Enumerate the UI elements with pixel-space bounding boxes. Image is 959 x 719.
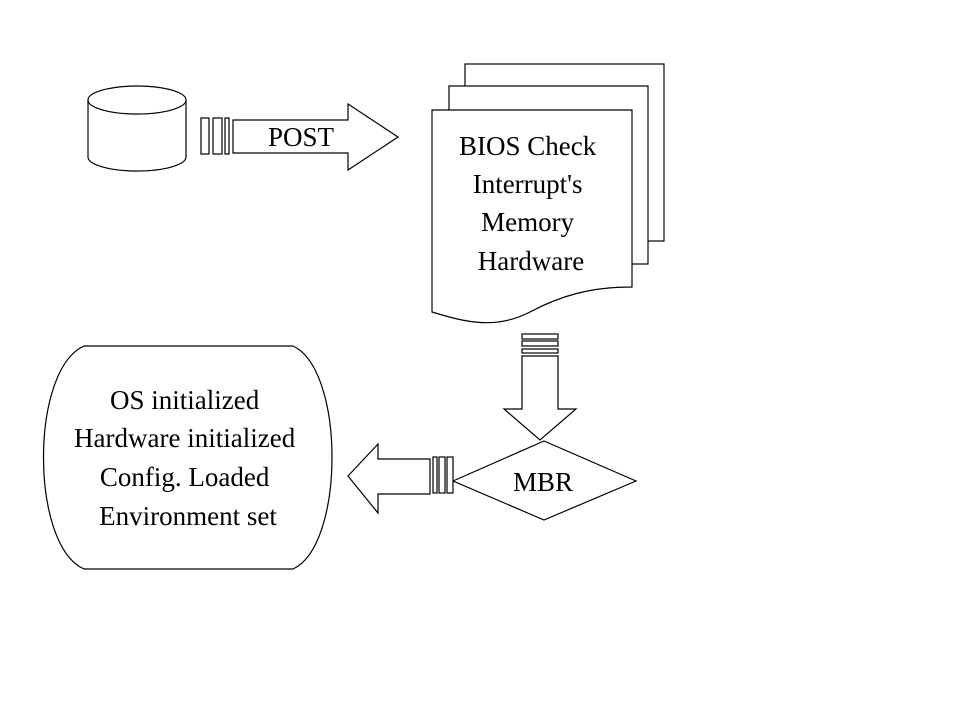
bios-text: BIOS Check Interrupt's Memory Hardware	[459, 131, 603, 276]
os-terminator: OS initialized Hardware initialized Conf…	[42, 345, 333, 570]
os-line-1: OS initialized	[110, 385, 260, 415]
disk-cylinder-icon	[87, 85, 187, 172]
bios-line-3: Memory	[481, 207, 574, 237]
bios-line-2: Interrupt's	[473, 169, 583, 199]
post-label: POST	[268, 122, 335, 152]
bios-line-1: BIOS Check	[459, 131, 597, 161]
down-arrow	[502, 333, 578, 441]
post-arrow: POST	[200, 102, 400, 172]
mbr-label: MBR	[513, 467, 573, 497]
os-line-3: Config. Loaded	[100, 462, 270, 492]
bios-multi-document: BIOS Check Interrupt's Memory Hardware	[431, 63, 665, 324]
mbr-decision-diamond: MBR	[451, 440, 638, 521]
bios-line-4: Hardware	[478, 246, 584, 276]
left-arrow	[347, 442, 454, 515]
os-text: OS initialized Hardware initialized Conf…	[74, 385, 302, 531]
os-line-4: Environment set	[99, 501, 277, 531]
os-line-2: Hardware initialized	[74, 423, 296, 453]
